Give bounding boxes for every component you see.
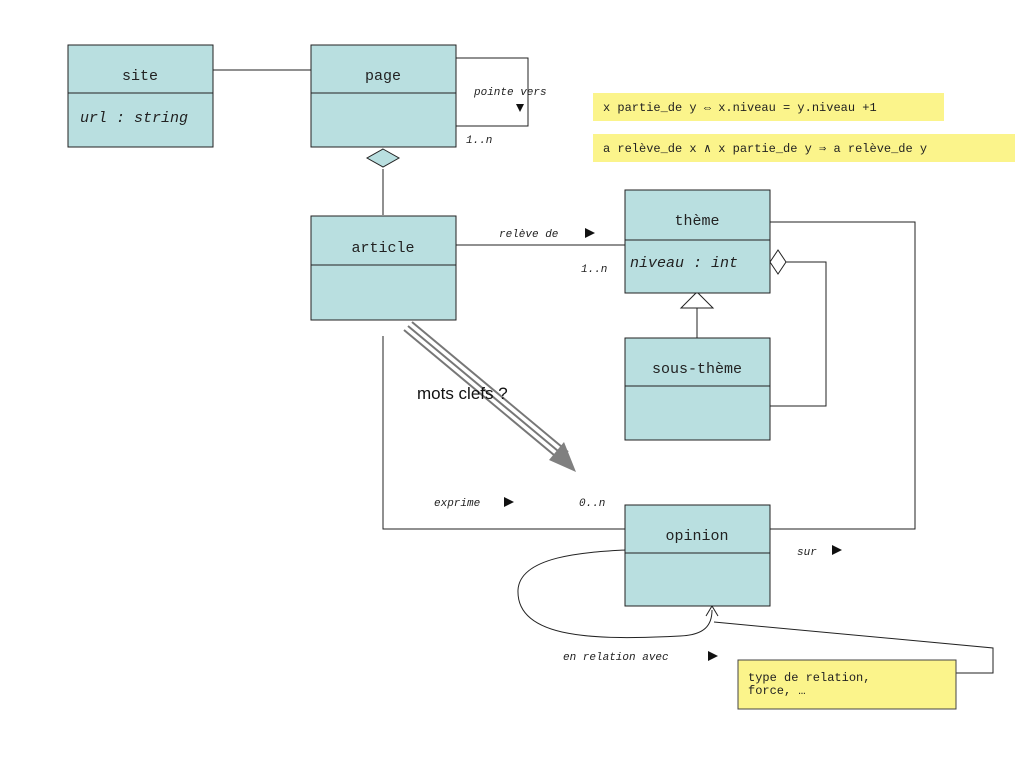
triangle-right-icon <box>504 497 514 507</box>
class-theme-name: thème <box>674 213 719 230</box>
class-theme[interactable]: thème niveau : int <box>624 189 771 294</box>
class-site[interactable]: site url : string <box>67 44 214 148</box>
sur-label: sur <box>797 547 817 559</box>
note-line-2: force, … <box>748 684 806 698</box>
class-article[interactable]: article <box>310 215 457 321</box>
rule-1-box <box>593 93 944 121</box>
theme-subtheme-aggregation <box>770 261 827 407</box>
exprime-multiplicity: 0..n <box>579 498 605 510</box>
releve-de-label: relève de <box>499 229 558 241</box>
en-relation-avec-label: en relation avec <box>563 652 669 664</box>
aggregation-diamond-icon <box>365 148 401 168</box>
class-opinion-name: opinion <box>665 528 728 545</box>
class-page[interactable]: page <box>310 44 457 148</box>
article-opinion-association <box>382 336 625 530</box>
triangle-down-icon <box>516 104 524 112</box>
exprime-label: exprime <box>434 498 480 510</box>
class-sous-theme-name: sous-thème <box>652 361 742 378</box>
note-line-1: type de relation, <box>748 671 870 685</box>
hollow-diamond-icon <box>769 249 787 275</box>
triangle-right-icon <box>832 545 842 555</box>
rule-2-text: a relève_de x ∧ x partie_de y ⇒ a relève… <box>603 142 927 156</box>
rule-2-box <box>593 134 1015 162</box>
page-self-association <box>456 57 529 127</box>
releve-de-multiplicity: 1..n <box>581 264 607 276</box>
mots-clefs-arrow <box>403 321 576 472</box>
class-site-name: site <box>122 68 158 85</box>
class-page-name: page <box>365 68 401 85</box>
opinion-self-association <box>517 549 713 639</box>
pointe-vers-label: pointe vers <box>473 87 547 99</box>
class-theme-attribute: niveau : int <box>630 255 738 272</box>
class-sous-theme[interactable]: sous-thème <box>624 337 771 441</box>
class-site-attribute: url : string <box>80 110 188 127</box>
triangle-right-icon <box>708 651 718 661</box>
theme-opinion-association <box>770 221 916 530</box>
pointe-vers-multiplicity: 1..n <box>466 135 492 147</box>
mots-clefs-annotation: mots clefs ? <box>417 384 508 403</box>
relation-note: type de relation, force, … <box>737 659 957 710</box>
class-opinion[interactable]: opinion <box>624 504 771 607</box>
triangle-right-icon <box>585 228 595 238</box>
rule-1-text: x partie_de y ⇔ x.niveau = y.niveau +1 <box>603 101 877 115</box>
note-connector <box>713 621 994 674</box>
class-article-name: article <box>351 240 414 257</box>
generalization-triangle-icon <box>679 291 715 309</box>
